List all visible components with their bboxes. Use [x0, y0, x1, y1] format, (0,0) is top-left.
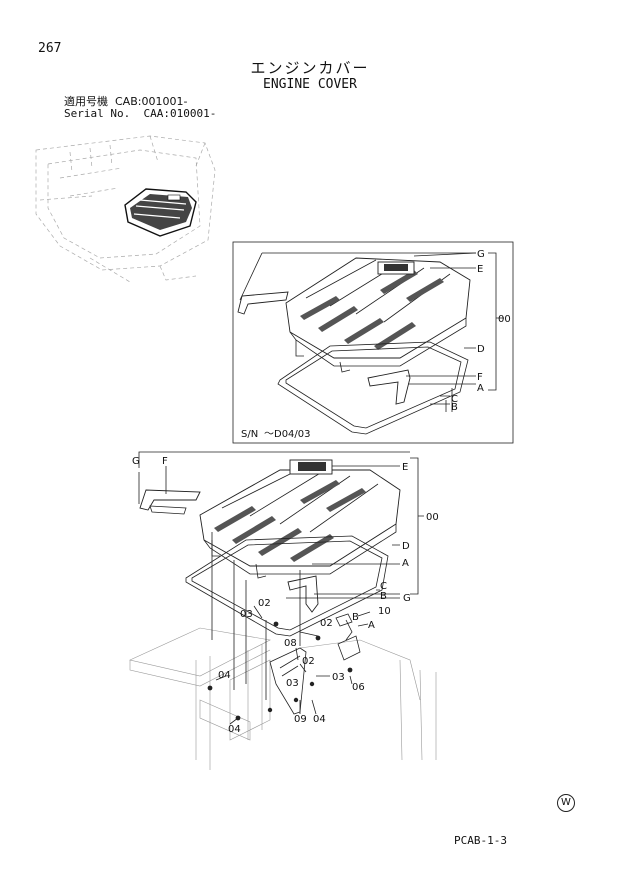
main-mounting-brackets: [129, 532, 437, 770]
page-number: 267: [38, 41, 62, 56]
callout-B-bracket: B: [352, 612, 359, 623]
serial-row-japanese: 適用号機 CAB:001001-: [64, 96, 187, 108]
locator-engine-cover-highlight: [124, 188, 197, 237]
main-callout-E: E: [402, 462, 408, 473]
inset-sn-label: S/N: [241, 429, 258, 440]
callout-03-middle: 03: [286, 678, 299, 689]
callout-03-right: 03: [332, 672, 345, 683]
inset-frame: [232, 241, 514, 444]
callout-09: 09: [294, 714, 307, 725]
inset-callout-D: D: [477, 344, 485, 355]
callout-02-middle: 02: [302, 656, 315, 667]
main-side-strip-A: [287, 575, 319, 613]
callout-04-lower: 04: [228, 724, 241, 735]
inset-callout-00: 00: [498, 314, 511, 325]
inset-side-strip-A: [367, 369, 411, 405]
page-title-japanese: エンジンカバー: [250, 59, 370, 77]
callout-02-upper: 02: [258, 598, 271, 609]
inset-latch-hooks: [295, 340, 351, 373]
inset-sn-range: ～D04/03: [264, 429, 311, 440]
inset-seal-gasket: [277, 341, 469, 435]
inset-engine-cover: [285, 257, 471, 367]
page-title-english: ENGINE COVER: [263, 77, 357, 92]
main-callout-00: 00: [426, 512, 439, 523]
callout-02-bolt: 02: [320, 618, 333, 629]
main-callout-D: D: [402, 541, 410, 552]
serial-row-english: Serial No. CAA:010001-: [64, 108, 216, 120]
serial-jp-label: 適用号機: [64, 95, 108, 108]
main-callout-G-top: G: [132, 456, 140, 467]
inset-callout-F: F: [477, 372, 483, 383]
callout-08: 08: [284, 638, 297, 649]
inset-side-strip-F: [237, 291, 289, 315]
main-callout-G-bottom: G: [403, 593, 411, 604]
callout-04-right: 04: [313, 714, 326, 725]
footer-code: PCAB-1-3: [454, 834, 507, 847]
inset-callout-G: G: [477, 249, 485, 260]
main-callout-B: B: [380, 591, 387, 602]
serial-en-value: CAA:010001-: [143, 107, 217, 120]
main-callout-F: F: [162, 456, 168, 467]
callout-06: 06: [352, 682, 365, 693]
inset-leader-lines: [239, 252, 504, 412]
serial-jp-value: CAB:001001-: [115, 95, 188, 108]
callout-A-bracket: A: [368, 620, 375, 631]
main-leader-lines: [138, 451, 424, 725]
main-callout-A: A: [402, 558, 409, 569]
main-engine-cover: [199, 459, 401, 575]
callout-03-upper: 03: [240, 609, 253, 620]
region-mark-w: W: [557, 794, 575, 812]
main-side-strip-F: [139, 489, 201, 515]
inset-callout-A: A: [477, 383, 484, 394]
inset-callout-B: B: [451, 402, 458, 413]
callout-04-left: 04: [218, 670, 231, 681]
serial-en-label: Serial No.: [64, 107, 131, 120]
machine-locator-outline: [35, 135, 216, 283]
callout-10: 10: [378, 606, 391, 617]
main-callout-C: C: [380, 581, 387, 592]
inset-callout-C: C: [451, 394, 458, 405]
main-seal-gasket: [185, 535, 389, 637]
inset-callout-E: E: [477, 264, 483, 275]
